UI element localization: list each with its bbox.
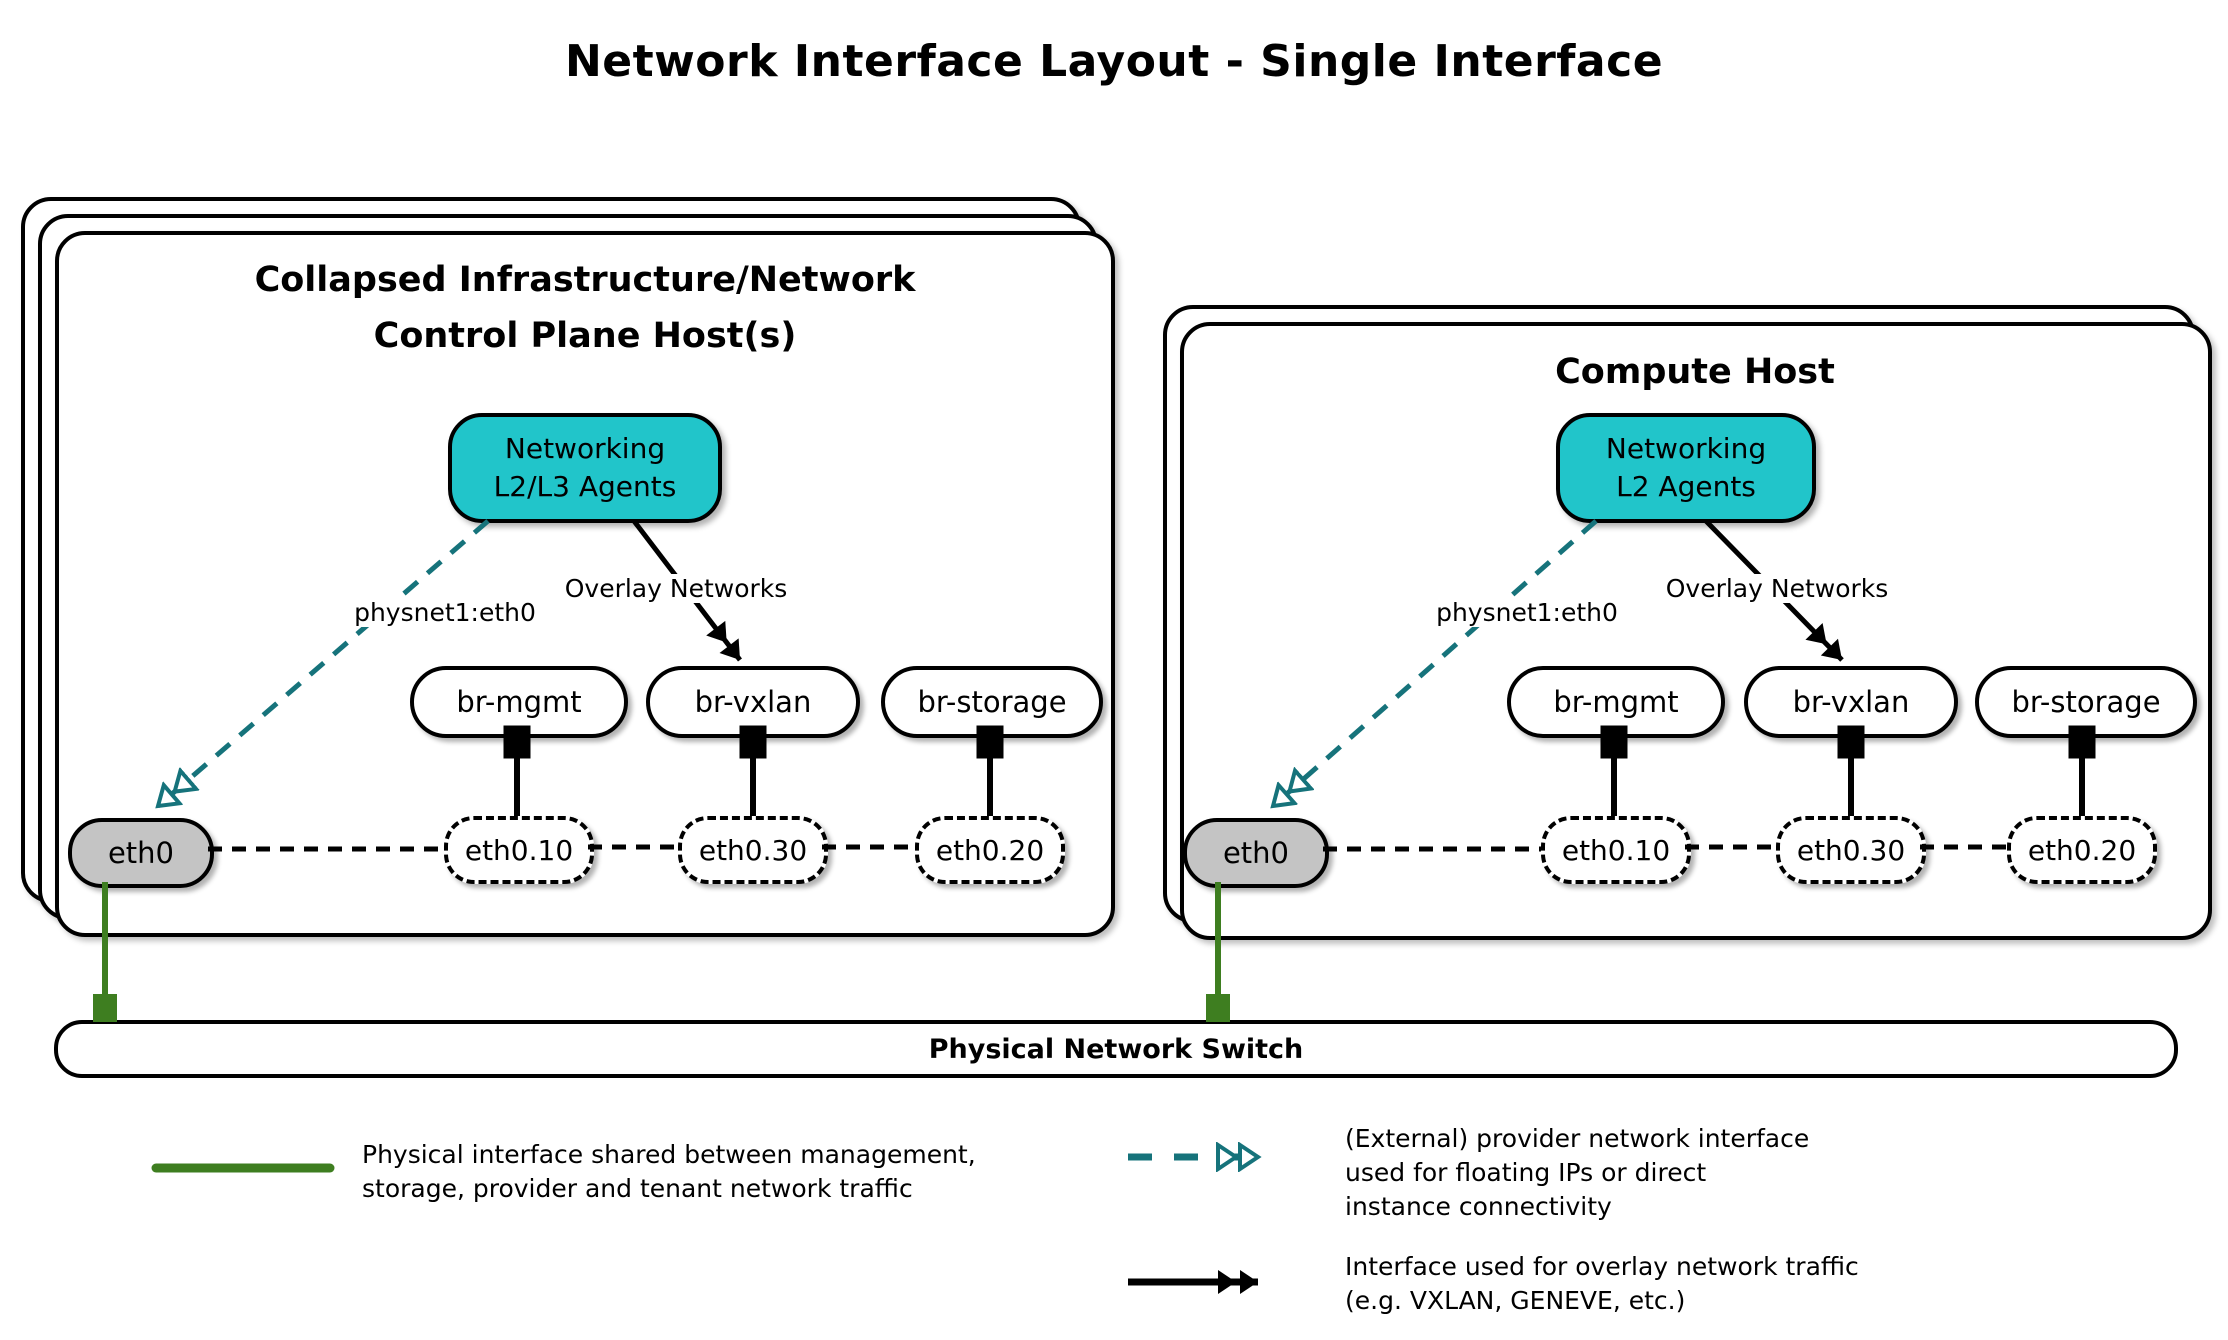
overlay-label-compute: Overlay Networks [1661, 574, 1893, 603]
legend-text-physical: Physical interface shared between manage… [362, 1138, 976, 1206]
bridge-br-vxlan-compute: br-vxlan [1744, 666, 1958, 738]
agent-label-line1: Networking [1605, 432, 1767, 465]
vlan-eth0-10-compute: eth0.10 [1541, 816, 1691, 884]
networking-agents-box-control: Networking L2/L3 Agents [448, 413, 722, 523]
legend-physical-line2: storage, provider and tenant network tra… [362, 1174, 913, 1203]
vlan-eth0-20-compute: eth0.20 [2007, 816, 2157, 884]
vlan-eth0-10-control: eth0.10 [444, 816, 594, 884]
legend-provider-line3: instance connectivity [1345, 1192, 1612, 1221]
physnet-label-compute: physnet1:eth0 [1432, 598, 1622, 627]
host-control-title-line2: Control Plane Host(s) [373, 316, 797, 356]
vlan-eth0-30-compute: eth0.30 [1776, 816, 1926, 884]
legend-provider-line1: (External) provider network interface [1345, 1124, 1810, 1153]
legend-text-overlay: Interface used for overlay network traff… [1345, 1250, 1859, 1318]
legend-text-provider: (External) provider network interface us… [1345, 1122, 1809, 1224]
host-compute-title-line1: Compute Host [1555, 352, 1835, 392]
vlan-eth0-30-control: eth0.30 [678, 816, 828, 884]
host-compute-title: Compute Host [1180, 344, 2210, 400]
physical-switch: Physical Network Switch [54, 1020, 2178, 1078]
bridge-br-storage-control: br-storage [881, 666, 1103, 738]
legend-physical-line1: Physical interface shared between manage… [362, 1140, 976, 1169]
legend-overlay-line2: (e.g. VXLAN, GENEVE, etc.) [1345, 1286, 1686, 1315]
legend-overlay-line1: Interface used for overlay network traff… [1345, 1252, 1859, 1281]
agent-label-line1: Networking [504, 432, 666, 465]
agent-label-line2: L2/L3 Agents [493, 470, 677, 503]
overlay-label-control: Overlay Networks [560, 574, 792, 603]
vlan-eth0-20-control: eth0.20 [915, 816, 1065, 884]
bridge-br-mgmt-control: br-mgmt [410, 666, 628, 738]
networking-agents-box-compute: Networking L2 Agents [1556, 413, 1816, 523]
bridge-br-mgmt-compute: br-mgmt [1507, 666, 1725, 738]
eth0-box-compute: eth0 [1183, 818, 1329, 888]
bridge-br-vxlan-control: br-vxlan [646, 666, 860, 738]
bridge-br-storage-compute: br-storage [1975, 666, 2197, 738]
page-title: Network Interface Layout - Single Interf… [564, 36, 1664, 87]
legend-provider-line2: used for floating IPs or direct [1345, 1158, 1707, 1187]
host-control-title: Collapsed Infrastructure/Network Control… [55, 252, 1115, 364]
physnet-label-control: physnet1:eth0 [350, 598, 540, 627]
host-control-title-line1: Collapsed Infrastructure/Network [254, 260, 916, 300]
switch-label: Physical Network Switch [928, 1033, 1304, 1065]
eth0-box-control: eth0 [68, 818, 214, 888]
agent-label-line2: L2 Agents [1616, 470, 1756, 503]
